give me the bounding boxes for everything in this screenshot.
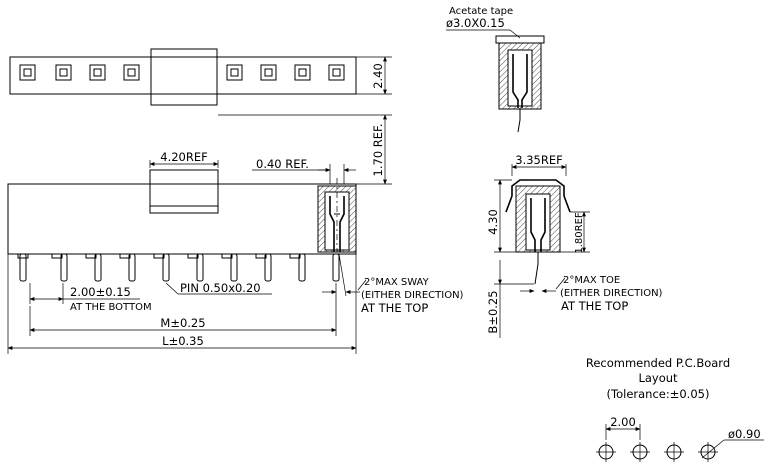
tape-dia-dim: ø3.0X0.15 bbox=[446, 16, 505, 30]
sway-note-1: 2°MAX SWAY bbox=[364, 277, 430, 288]
toe-note-1: 2°MAX TOE bbox=[563, 275, 620, 286]
tape-view: Acetate tape ø3.0X0.15 bbox=[446, 6, 545, 133]
pcb-holes bbox=[596, 442, 718, 462]
pcb-pitch-dim: 2.00 bbox=[610, 415, 636, 429]
l-dim: L±0.35 bbox=[162, 334, 204, 348]
pcb-title-2: Layout bbox=[638, 371, 678, 385]
side-view: 3.35REF 4.30 1.80REF B±0.25 2°MAX TOE (E… bbox=[486, 153, 663, 338]
toe-note-3: AT THE TOP bbox=[561, 299, 628, 313]
front-section-contact bbox=[317, 178, 357, 253]
side-width-dim: 3.35REF bbox=[515, 153, 562, 167]
strip-height-dim: 2.40 bbox=[371, 63, 385, 89]
side-ref-dim: 1.80REF bbox=[574, 212, 585, 254]
ref-width-dim: 4.20REF bbox=[160, 150, 207, 164]
pitch-note: AT THE BOTTOM bbox=[70, 302, 152, 313]
pcb-title-1: Recommended P.C.Board bbox=[586, 356, 730, 370]
front-pins bbox=[8, 253, 356, 282]
toe-note-2: (EITHER DIRECTION) bbox=[560, 288, 663, 299]
tape-label: Acetate tape bbox=[449, 6, 513, 17]
ref-height-dim: 1.70 REF. bbox=[371, 124, 385, 177]
b-dim: B±0.25 bbox=[486, 290, 500, 333]
front-view: 4.20REF 0.40 REF. 1.70 REF. 2.00±0.15 AT… bbox=[7, 114, 464, 354]
strip-pin-cavities bbox=[19, 64, 345, 81]
pitch-dim: 2.00±0.15 bbox=[70, 285, 131, 299]
side-height-dim: 4.30 bbox=[486, 209, 500, 235]
sway-note-3: AT THE TOP bbox=[361, 301, 428, 315]
m-dim: M±0.25 bbox=[160, 316, 205, 330]
sway-note-2: (EITHER DIRECTION) bbox=[361, 290, 464, 301]
pin-dim: PIN 0.50x0.20 bbox=[180, 281, 261, 295]
strip-top-view: 2.40 bbox=[9, 48, 392, 106]
ref-offset-dim: 0.40 REF. bbox=[256, 157, 309, 171]
pcb-tolerance: (Tolerance:±0.05) bbox=[607, 387, 710, 401]
pcb-layout: Recommended P.C.Board Layout (Tolerance:… bbox=[586, 356, 764, 462]
pcb-hole-dia: ø0.90 bbox=[728, 427, 761, 441]
